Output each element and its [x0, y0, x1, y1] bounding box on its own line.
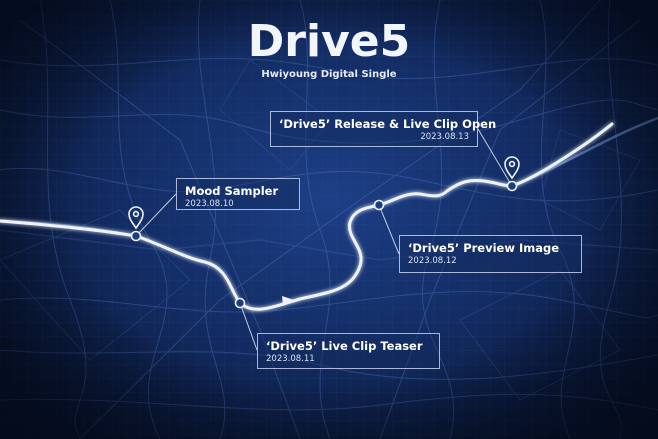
event-title: ‘Drive5’ Release & Live Clip Open [279, 117, 497, 131]
event-date: 2023.08.13 [420, 132, 469, 142]
route-arrow-icon [282, 296, 294, 306]
event-title: ‘Drive5’ Preview Image [408, 241, 560, 255]
event-card-live-clip-teaser: ‘Drive5’ Live Clip Teaser 2023.08.11 [257, 333, 440, 369]
event-date: 2023.08.10 [185, 199, 234, 209]
waypoint-dot-icon [130, 180, 518, 309]
route-path [0, 122, 614, 311]
map-pin-icon [504, 156, 520, 180]
event-card-mood-sampler: Mood Sampler 2023.08.10 [176, 178, 300, 210]
event-card-release: ‘Drive5’ Release & Live Clip Open 2023.0… [270, 111, 497, 147]
map-pin-icon [128, 206, 144, 230]
connector-lines [135, 128, 513, 351]
event-card-preview-image: ‘Drive5’ Preview Image 2023.08.12 [399, 235, 582, 273]
event-date: 2023.08.11 [266, 354, 315, 364]
event-title: ‘Drive5’ Live Clip Teaser [266, 339, 423, 353]
event-title: Mood Sampler [185, 184, 279, 198]
page-title: Drive5 [247, 16, 411, 67]
page-subtitle: Hwiyoung Digital Single [261, 69, 397, 80]
event-date: 2023.08.12 [408, 256, 457, 266]
